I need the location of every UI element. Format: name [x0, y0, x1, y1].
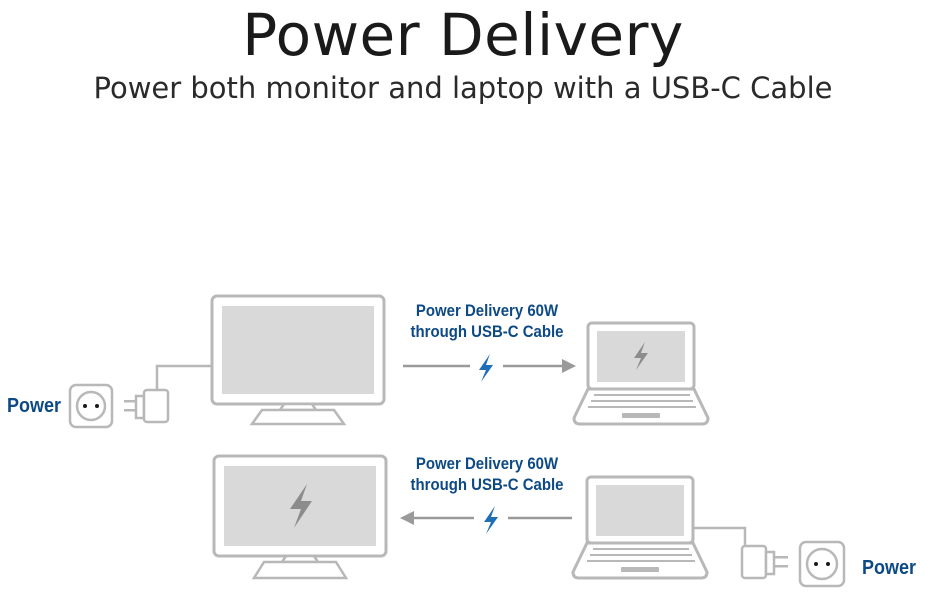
top-pd-line1: Power Delivery 60W — [415, 301, 559, 320]
top-power-adapter-icon — [124, 388, 170, 424]
bottom-pd-line2: through USB-C Cable — [410, 475, 564, 494]
top-power-label: Power — [7, 395, 62, 417]
top-laptop-icon — [572, 321, 710, 426]
bottom-power-adapter-icon — [740, 544, 788, 580]
top-monitor-icon — [210, 294, 386, 426]
page-title: Power Delivery — [242, 1, 684, 69]
top-lightning-bolt-icon — [479, 354, 493, 382]
bottom-laptop-icon — [571, 475, 709, 580]
bottom-arrow-icon — [400, 511, 414, 525]
bottom-pd-line1: Power Delivery 60W — [415, 454, 559, 473]
bottom-wall-socket-icon — [798, 540, 846, 588]
page-subtitle: Power both monitor and laptop with a USB… — [93, 71, 833, 105]
bottom-power-label: Power — [862, 557, 917, 579]
top-arrow-icon — [562, 359, 576, 373]
top-pd-label: Power Delivery 60W through USB-C Cable — [390, 300, 584, 342]
top-wall-socket-icon — [68, 383, 114, 429]
bottom-lightning-bolt-icon — [484, 506, 498, 534]
bottom-adapter-cable — [693, 526, 747, 548]
top-adapter-cable — [155, 364, 214, 392]
top-pd-line2: through USB-C Cable — [410, 322, 564, 341]
bottom-pd-label: Power Delivery 60W through USB-C Cable — [390, 453, 584, 495]
bottom-monitor-icon — [212, 454, 388, 580]
